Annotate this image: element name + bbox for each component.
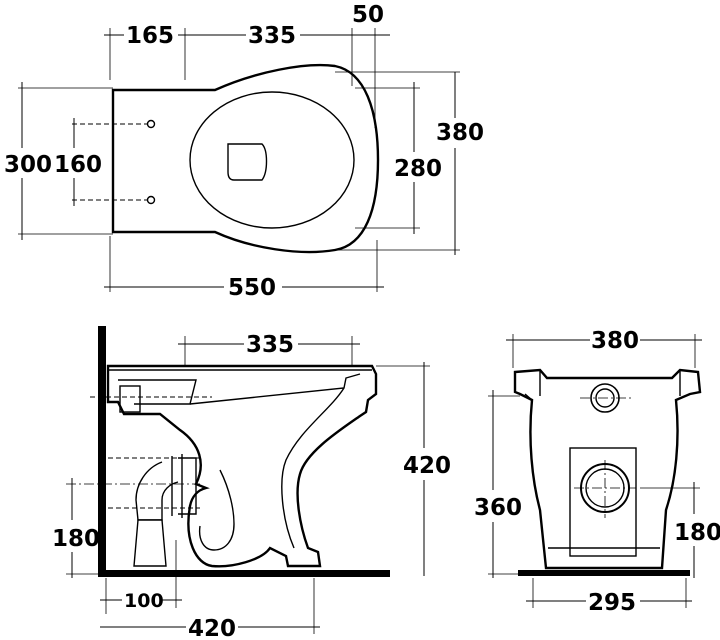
drain-outlet <box>227 143 268 181</box>
top-view-outline <box>111 63 380 254</box>
trap-inner <box>189 373 361 551</box>
dim-335-top-label: 335 <box>248 23 296 49</box>
dim-380-front-label: 380 <box>591 328 639 354</box>
dim-335-side-label: 335 <box>246 332 294 358</box>
dim-360-label: 360 <box>474 495 522 521</box>
bowl-opening <box>189 91 355 229</box>
outlet-pipe <box>135 454 197 521</box>
dim-100-label: 100 <box>124 590 164 612</box>
floor <box>98 570 390 577</box>
front-floor <box>518 570 690 576</box>
side-view: 335 420 180 100 <box>52 326 451 640</box>
dim-420-depth-label: 420 <box>188 616 236 640</box>
top-view: 165 335 50 380 280 300 160 550 <box>4 2 484 301</box>
dim-180-front-label: 180 <box>674 520 720 546</box>
dim-295-label: 295 <box>588 590 636 616</box>
front-view: 380 360 180 295 <box>474 328 720 616</box>
dim-160-label: 160 <box>54 152 102 178</box>
dim-300-label: 300 <box>4 152 52 178</box>
wall <box>98 326 106 576</box>
dim-380-label: 380 <box>436 120 484 146</box>
dim-50-label: 50 <box>352 2 384 28</box>
dim-420-height-label: 420 <box>403 453 451 479</box>
dim-550-label: 550 <box>228 275 276 301</box>
dim-165-label: 165 <box>126 23 174 49</box>
dim-180-side-label: 180 <box>52 526 100 552</box>
dim-280-label: 280 <box>394 156 442 182</box>
outlet-frame <box>569 447 637 557</box>
side-view-outline <box>106 364 378 568</box>
